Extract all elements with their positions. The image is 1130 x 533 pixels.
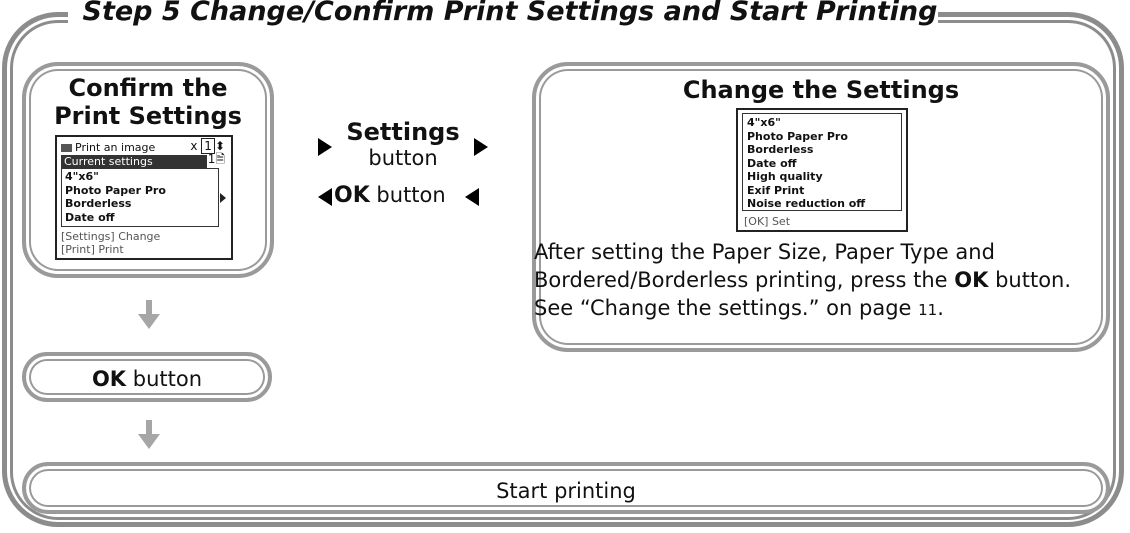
desc-part2: button. See “Change the settings.” on pa…	[534, 268, 1072, 320]
left-arrow-icon	[318, 188, 332, 206]
print-icon	[61, 144, 72, 152]
lcd-setting-item: 4"x6"	[747, 116, 781, 129]
ok-button-box: OK button	[22, 352, 272, 402]
lcd-setting-item: 4"x6"	[65, 170, 99, 183]
lcd-setting-item: Borderless	[65, 197, 132, 210]
desc-page: 11	[918, 301, 938, 319]
start-printing-label: Start printing	[496, 479, 636, 503]
updown-icon: ⬍	[214, 139, 225, 153]
ok-button-step: OK button	[318, 182, 498, 214]
lcd-copies: x 1⬍	[190, 138, 225, 154]
ok-nav-label: button	[369, 183, 446, 207]
lcd-footer-line2: [Print] Print	[61, 243, 124, 256]
ok-box-text: OK button	[26, 367, 268, 391]
right-arrow-icon	[474, 138, 488, 156]
change-lcd-screen: 4"x6" Photo Paper Pro Borderless Date of…	[736, 108, 908, 232]
right-triangle-icon	[220, 193, 226, 203]
ok-box-label: button	[126, 367, 203, 391]
confirm-lcd-screen: Print an image x 1⬍ 1🗎 Current settings …	[55, 135, 233, 260]
desc-part1: After setting the Paper Size, Paper Type…	[534, 240, 995, 292]
down-arrow-icon	[138, 420, 160, 450]
lcd-setting-item: Noise reduction off	[747, 197, 866, 210]
desc-end: .	[937, 296, 944, 320]
settings-button-step: Settings button	[318, 118, 488, 188]
lcd-settings-panel: 4"x6" Photo Paper Pro Borderless Date of…	[742, 113, 902, 211]
lcd-setting-item: Date off	[747, 156, 797, 170]
left-arrow-icon	[465, 188, 479, 206]
lcd-setting-item: Photo Paper Pro	[65, 183, 166, 197]
lcd-header-text: Print an image	[75, 141, 156, 154]
settings-button-sub: button	[368, 146, 438, 170]
lcd-setting-item: Date off	[65, 210, 115, 224]
change-title: Change the Settings	[682, 76, 960, 104]
down-arrow-icon	[138, 300, 160, 330]
title-band	[68, 0, 938, 36]
ok-box-strong: OK	[91, 367, 127, 391]
lcd-settings-panel: 4"x6" Photo Paper Pro Borderless Date of…	[61, 168, 219, 227]
change-description: After setting the Paper Size, Paper Type…	[534, 238, 1104, 324]
lcd-setting-item: Exif Print	[747, 183, 805, 197]
ok-nav-text: OK button	[334, 183, 446, 208]
lcd-footer-line1: [Settings] Change	[61, 230, 161, 243]
lcd-setting-item: Borderless	[747, 143, 814, 156]
confirm-title-line2: Print Settings	[54, 102, 242, 130]
lcd-sheets: 1🗎	[208, 153, 225, 166]
start-printing-box: Start printing	[22, 462, 1110, 514]
lcd-sheets-value: 1	[207, 152, 216, 166]
confirm-title-line1: Confirm the	[68, 74, 228, 102]
confirm-title: Confirm the Print Settings	[26, 74, 270, 130]
lcd-copies-value: 1	[201, 138, 215, 154]
lcd-header: Print an image	[61, 141, 155, 154]
lcd-copies-x: x	[190, 139, 198, 153]
lcd-current-settings: Current settings	[61, 155, 207, 168]
sheet-icon: 🗎	[215, 152, 225, 166]
page-title: Step 5 Change/Confirm Print Settings and…	[82, 0, 938, 27]
settings-button-label: Settings	[346, 118, 460, 146]
lcd-footer: [Settings] Change [Print] Print	[61, 230, 160, 256]
lcd-setting-item: Photo Paper Pro	[747, 129, 848, 143]
ok-nav-strong: OK	[334, 183, 370, 208]
desc-ok: OK	[954, 268, 989, 292]
lcd-setting-item: High quality	[747, 170, 823, 183]
lcd-footer: [OK] Set	[744, 215, 791, 228]
right-arrow-icon	[318, 138, 332, 156]
